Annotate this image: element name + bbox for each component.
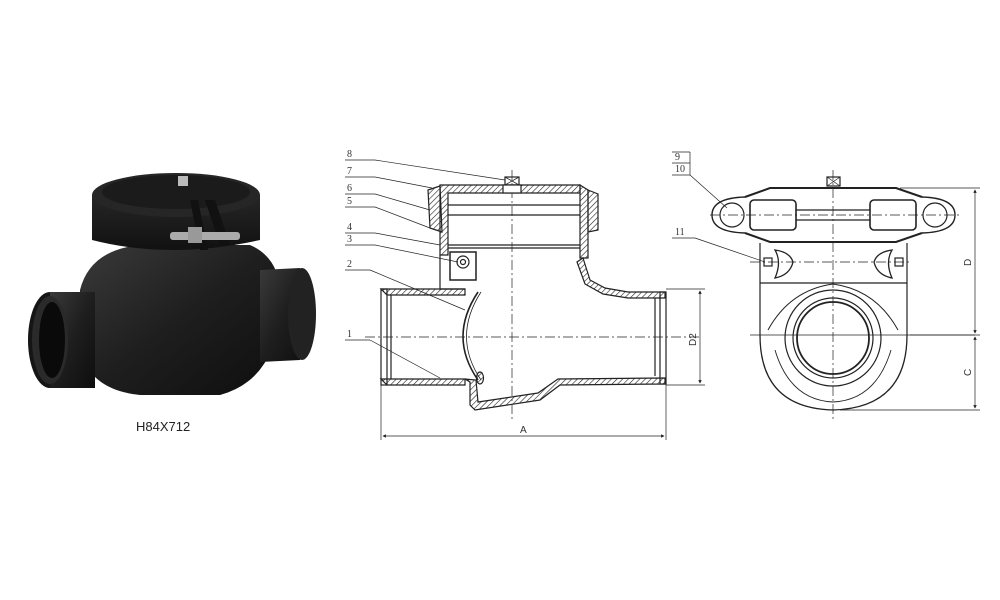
model-number-label: H84X712 xyxy=(136,419,191,434)
dimension-c-label: C xyxy=(963,369,974,376)
callout-2: 2 xyxy=(347,259,352,270)
end-view-callout-labels: 9 10 11 D C xyxy=(675,152,974,376)
section-callout-labels: 8 7 6 5 4 3 2 1 A D2 xyxy=(347,149,699,436)
callout-6: 6 xyxy=(347,183,352,194)
callout-11: 11 xyxy=(675,227,685,238)
callout-5: 5 xyxy=(347,196,352,207)
dimension-d-label: D xyxy=(963,259,974,266)
callout-1: 1 xyxy=(347,329,352,340)
end-view xyxy=(672,151,980,420)
callout-3: 3 xyxy=(347,234,352,245)
valve-photo xyxy=(28,173,316,395)
callout-10: 10 xyxy=(675,164,685,175)
dimension-a-label: A xyxy=(520,425,527,436)
callout-4: 4 xyxy=(347,222,352,233)
section-view xyxy=(345,159,705,440)
dimension-d2-label: D2 xyxy=(688,333,699,346)
callout-9: 9 xyxy=(675,152,680,163)
callout-7: 7 xyxy=(347,166,352,177)
callout-8: 8 xyxy=(347,149,352,160)
